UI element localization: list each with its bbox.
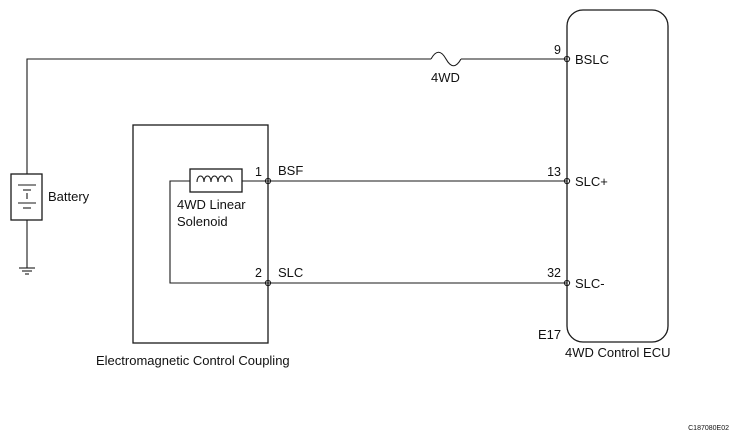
ecu-pin-32-number: 32 — [547, 266, 561, 280]
coupling-pin-2-number: 2 — [255, 266, 262, 280]
ecu-pin-9-number: 9 — [554, 43, 561, 57]
solenoid-return-loop — [169, 180, 268, 284]
coupling-name-label: Electromagnetic Control Coupling — [96, 353, 290, 368]
fuse-symbol — [430, 51, 462, 67]
ecu-connector-label: E17 — [538, 327, 561, 342]
solenoid-box — [189, 168, 243, 193]
terminal-ecu-32 — [563, 279, 571, 287]
fuse-label: 4WD — [431, 70, 460, 85]
ecu-name-label: 4WD Control ECU — [565, 345, 670, 360]
ecu-box — [566, 9, 669, 343]
terminal-bsf — [264, 177, 272, 185]
solenoid-label-line1: 4WD Linear — [177, 197, 246, 212]
solenoid-coil-icon — [196, 175, 233, 183]
terminal-ecu-9 — [563, 55, 571, 63]
battery-feed-wire — [26, 58, 431, 174]
ecu-pin-32-label: SLC- — [575, 276, 605, 291]
battery-label: Battery — [48, 189, 90, 204]
terminal-slc — [264, 279, 272, 287]
ecu-pin-13-number: 13 — [547, 165, 561, 179]
ground-symbol — [19, 220, 35, 275]
coupling-pin-1-number: 1 — [255, 165, 262, 179]
coupling-box — [132, 124, 269, 344]
ecu-pin-13-label: SLC+ — [575, 174, 608, 189]
battery-symbol — [10, 173, 43, 221]
ecu-pin-9-label: BSLC — [575, 52, 609, 67]
terminal-ecu-13 — [563, 177, 571, 185]
solenoid-label-line2: Solenoid — [177, 214, 228, 229]
coupling-pin-2-label: SLC — [278, 265, 303, 280]
figure-code: C187080E02 — [688, 425, 729, 432]
coupling-pin-1-label: BSF — [278, 163, 303, 178]
